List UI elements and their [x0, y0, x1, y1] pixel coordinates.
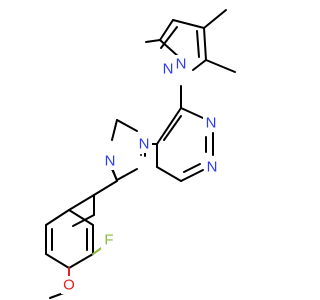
atom-labels: N N N N N N F O — [61, 55, 220, 294]
atom-f: F — [104, 232, 113, 249]
bond — [111, 119, 118, 141]
atom-o: O — [63, 277, 75, 294]
atom-n: N — [176, 56, 187, 73]
bond — [93, 180, 118, 196]
bond — [159, 19, 174, 41]
bond — [205, 59, 236, 73]
bond — [45, 209, 70, 226]
bond — [156, 107, 182, 145]
bond — [116, 119, 138, 132]
pyrimidine-ring — [156, 107, 214, 182]
bond — [68, 194, 95, 211]
bond — [192, 59, 207, 71]
bond — [156, 166, 182, 182]
bond — [183, 163, 201, 173]
bond — [160, 26, 178, 49]
molecule-diagram: N N N N N N F O — [45, 9, 236, 299]
atom-n: N — [207, 159, 218, 176]
bond — [68, 253, 94, 269]
bond — [68, 209, 94, 226]
atom-n: N — [139, 136, 150, 153]
bond — [163, 115, 182, 141]
atom-n: N — [105, 153, 116, 170]
bond — [196, 30, 200, 58]
bond — [180, 169, 204, 182]
bond — [145, 39, 161, 43]
bond — [180, 107, 204, 119]
bond — [45, 253, 70, 269]
bond — [203, 9, 227, 29]
bond — [172, 19, 205, 29]
structure-svg: N N N N N N F O — [45, 9, 236, 299]
pyrazole-ring — [145, 9, 236, 73]
atom-n: N — [206, 115, 217, 132]
bond — [72, 214, 95, 227]
bond — [116, 168, 138, 181]
bond — [203, 27, 207, 61]
atom-n: N — [163, 61, 174, 78]
benzene-ring — [45, 194, 95, 269]
